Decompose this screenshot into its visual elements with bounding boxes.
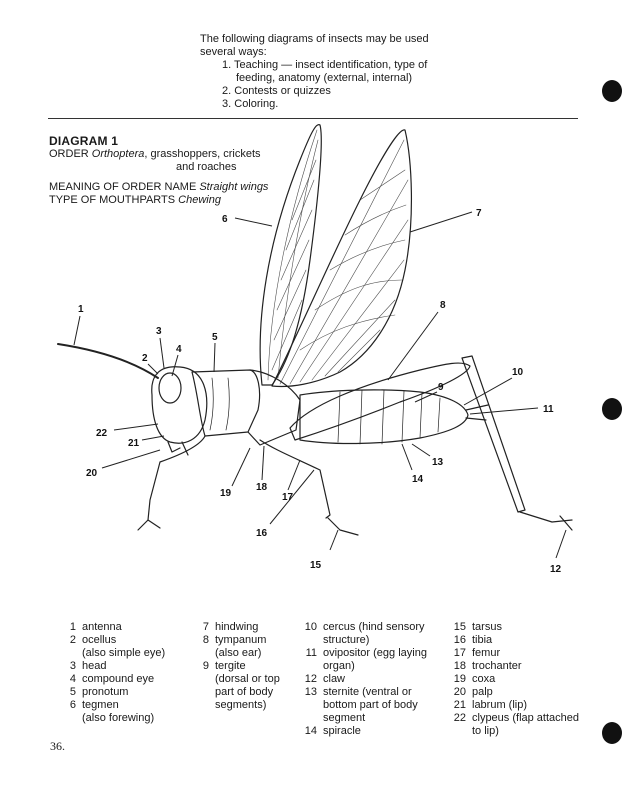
label-11: 11 (543, 404, 554, 415)
label-18: 18 (256, 482, 268, 493)
label-14: 14 (412, 474, 424, 485)
abdomen-shape (299, 389, 469, 445)
hindwing-shape (271, 129, 412, 388)
use-item: 2. Contests or quizzes (222, 85, 331, 97)
label-17: 17 (282, 492, 294, 503)
label-2: 2 (142, 353, 148, 364)
compound-eye-shape (158, 372, 182, 404)
label-16: 16 (256, 528, 268, 539)
diagram-title: DIAGRAM 1 (49, 134, 119, 148)
punch-hole (602, 398, 622, 420)
use-item-continued: feeding, anatomy (external, internal) (236, 72, 413, 84)
label-1: 1 (78, 304, 84, 315)
label-5: 5 (212, 332, 218, 343)
use-item: 1. Teaching — insect identification, typ… (222, 59, 428, 71)
label-4: 4 (176, 344, 182, 355)
label-7: 7 (476, 208, 482, 219)
label-9: 9 (438, 382, 444, 393)
order-description: ORDER Orthoptera, grasshoppers, crickets… (49, 148, 261, 173)
forewing-shape (259, 124, 322, 386)
page-number: 36. (50, 739, 65, 753)
hind-femur-shape (289, 362, 471, 441)
label-3: 3 (156, 326, 162, 337)
label-15: 15 (310, 560, 322, 571)
punch-hole (602, 80, 622, 102)
hind-tibia-shape (461, 355, 526, 513)
grasshopper-diagram: 1 2 3 4 5 6 7 8 9 10 11 12 13 14 15 16 1… (57, 124, 573, 575)
label-6: 6 (222, 214, 228, 225)
order-meaning: MEANING OF ORDER NAME Straight wings TYP… (49, 181, 269, 206)
label-22: 22 (96, 428, 108, 439)
label-8: 8 (440, 300, 446, 311)
label-21: 21 (128, 438, 140, 449)
intro-line-1: The following diagrams of insects may be… (200, 33, 429, 45)
intro-text: The following diagrams of insects may be… (200, 33, 500, 111)
antenna-shape (57, 343, 159, 379)
label-12: 12 (550, 564, 562, 575)
label-10: 10 (512, 367, 524, 378)
intro-line-2: several ways: (200, 46, 267, 58)
head-shape (151, 366, 208, 444)
section-divider (48, 118, 578, 119)
punch-hole (602, 722, 622, 744)
label-20: 20 (86, 468, 98, 479)
label-13: 13 (432, 457, 444, 468)
uses-list: 1. Teaching — insect identification, typ… (200, 59, 500, 111)
use-item: 3. Coloring. (222, 98, 279, 110)
pronotum-shape (191, 369, 261, 437)
label-19: 19 (220, 488, 232, 499)
